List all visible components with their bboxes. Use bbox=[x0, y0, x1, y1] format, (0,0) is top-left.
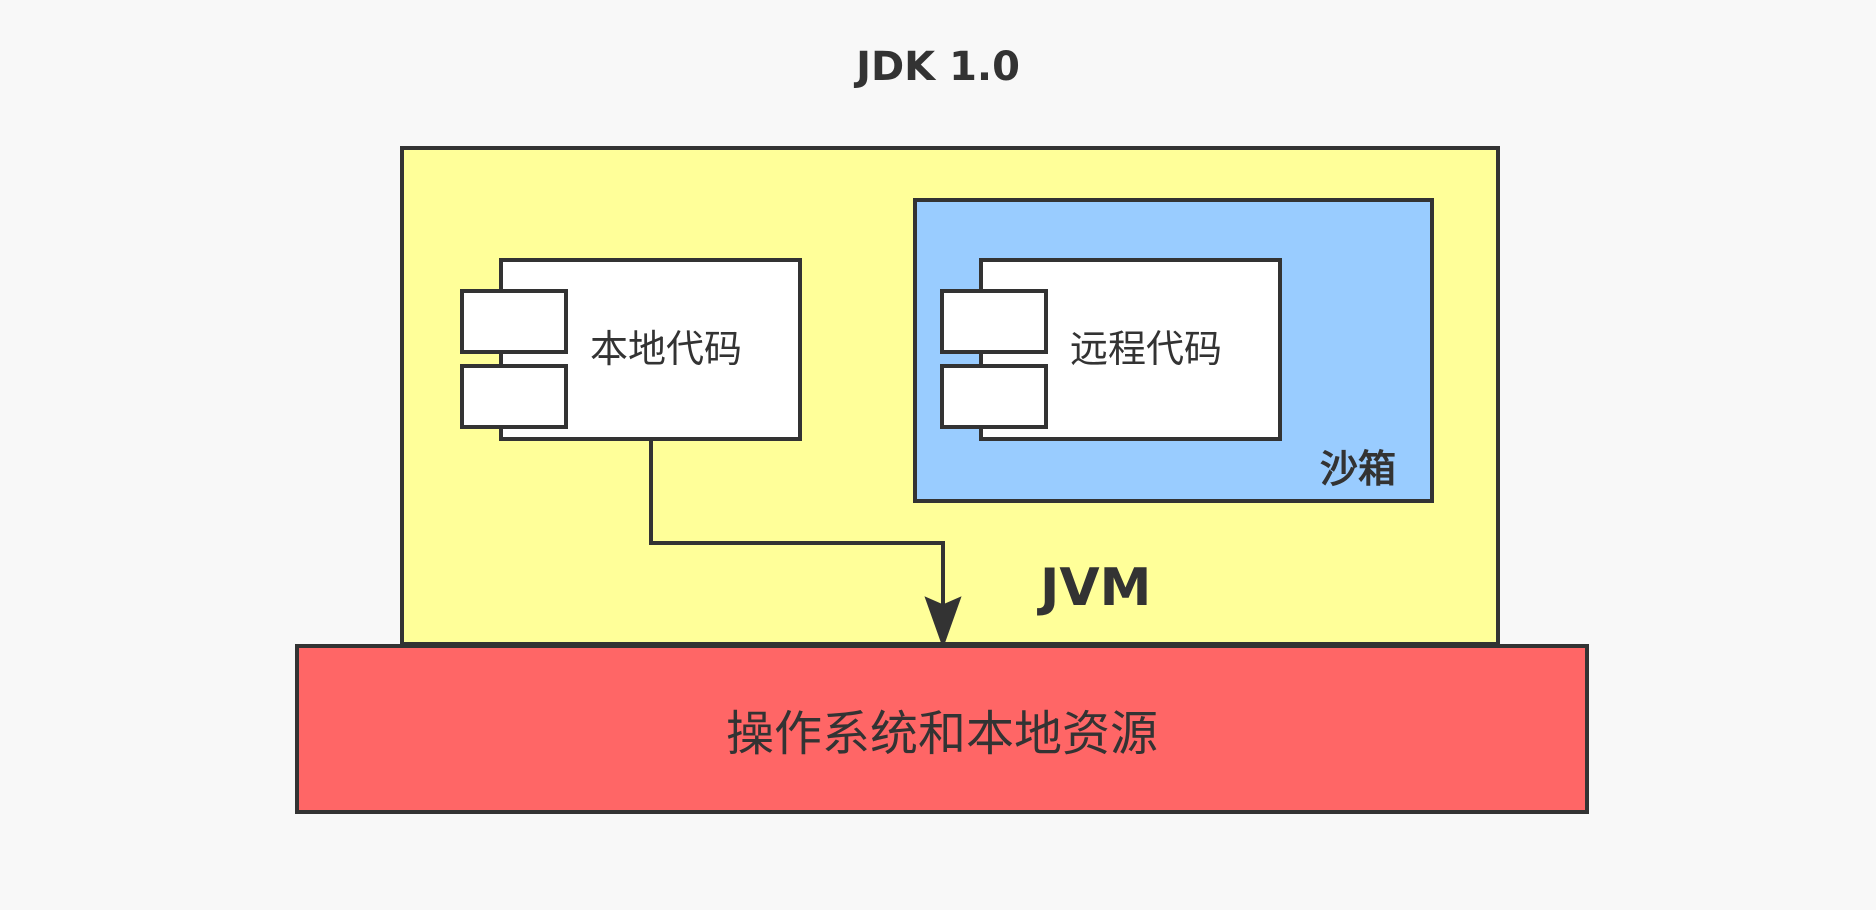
remote-code-component-tab-bottom bbox=[940, 364, 1048, 429]
arrow-connector-line bbox=[649, 441, 945, 605]
jvm-label: JVM bbox=[1040, 558, 1152, 618]
remote-code-label: 远程代码 bbox=[1070, 327, 1223, 371]
remote-code-component-tab-top bbox=[940, 289, 1048, 354]
sandbox-label: 沙箱 bbox=[1320, 447, 1397, 491]
os-resources-label: 操作系统和本地资源 bbox=[725, 706, 1158, 762]
arrow-head bbox=[924, 596, 962, 649]
diagram-title: JDK 1.0 bbox=[856, 44, 1020, 90]
os-resources-block: 操作系统和本地资源 bbox=[295, 644, 1589, 814]
local-code-component-tab-top bbox=[460, 289, 568, 354]
local-code-component-tab-bottom bbox=[460, 364, 568, 429]
local-code-label: 本地代码 bbox=[590, 327, 743, 371]
